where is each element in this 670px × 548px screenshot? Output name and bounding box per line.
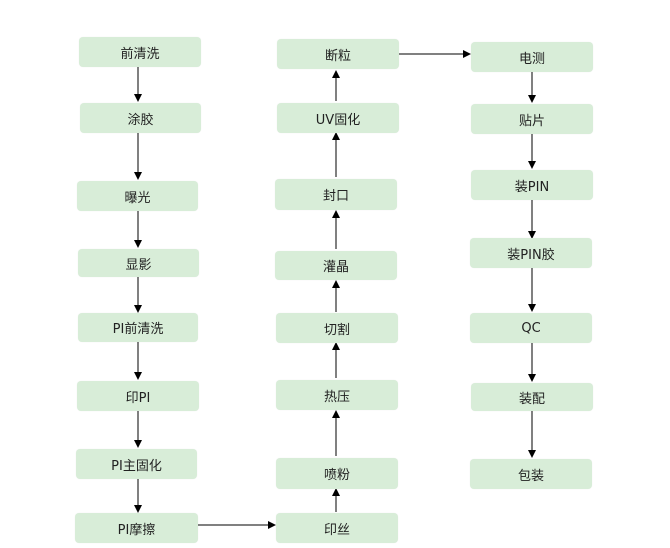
- step-break-cells: 断粒: [277, 39, 399, 69]
- step-attach-polarizer: 贴片: [471, 104, 593, 134]
- step-qc: QC: [470, 313, 592, 343]
- step-coating: 涂胶: [80, 103, 201, 133]
- step-pre-clean: 前清洗: [79, 37, 201, 67]
- step-pi-main-cure: PI主固化: [76, 449, 197, 479]
- step-print-silk: 印丝: [276, 513, 398, 543]
- step-print-pi: 印PI: [77, 381, 199, 411]
- step-spray-powder: 喷粉: [276, 458, 398, 489]
- step-pi-rubbing: PI摩擦: [75, 513, 198, 543]
- step-liquid-crystal: 灌晶: [275, 251, 397, 280]
- step-install-pin: 装PIN: [471, 170, 593, 200]
- step-pin-glue: 装PIN胶: [470, 238, 592, 268]
- step-pi-pre-clean: PI前清洗: [78, 313, 198, 342]
- step-hot-press: 热压: [276, 380, 398, 410]
- step-electrical-test: 电测: [471, 42, 593, 72]
- step-develop: 显影: [78, 249, 199, 277]
- step-uv-cure: UV固化: [277, 103, 399, 133]
- step-seal: 封口: [275, 179, 397, 210]
- step-cutting: 切割: [276, 313, 398, 343]
- step-assembly: 装配: [471, 383, 593, 411]
- step-exposure: 曝光: [77, 181, 198, 211]
- step-packaging: 包装: [470, 459, 592, 489]
